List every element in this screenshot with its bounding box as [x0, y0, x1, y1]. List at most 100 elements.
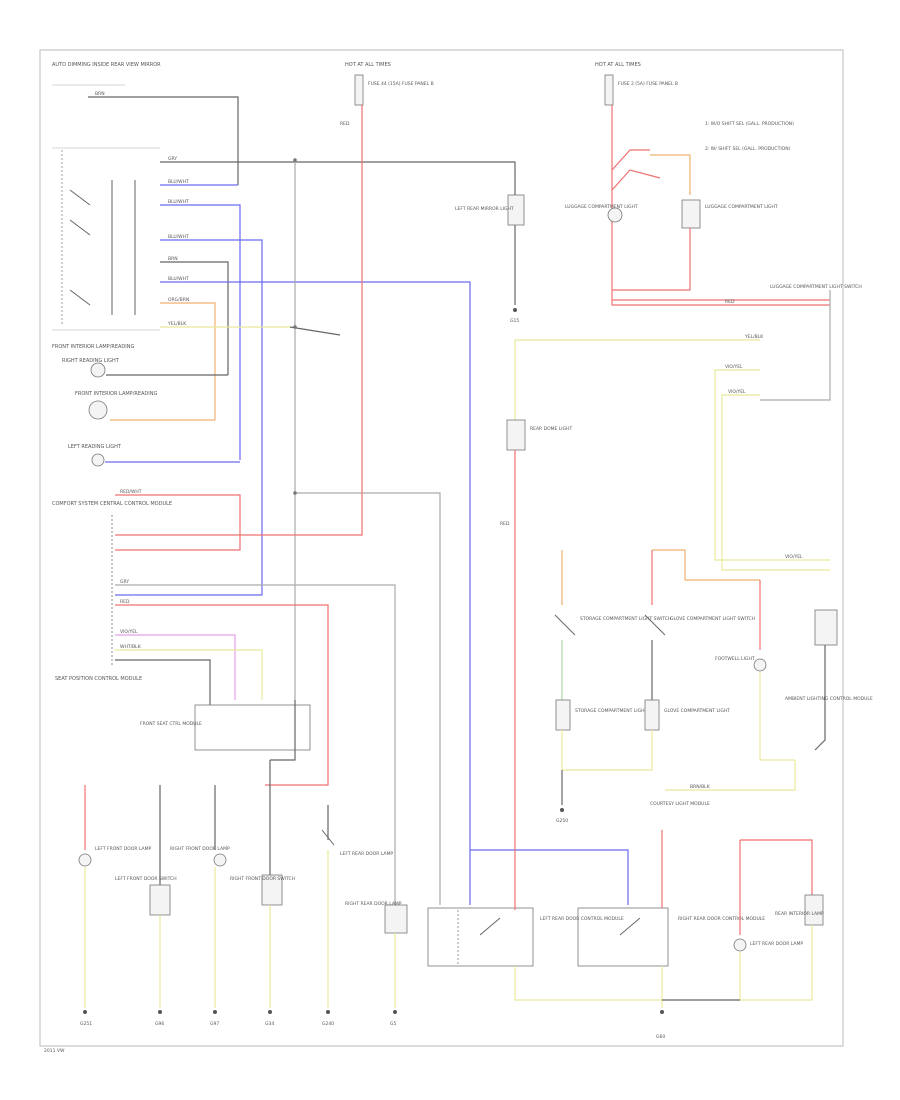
- svg-text:LEFT READING LIGHT: LEFT READING LIGHT: [68, 444, 122, 450]
- front-interior-lamp-block: FRONT INTERIOR LAMP/READING: [52, 147, 160, 350]
- svg-text:RED: RED: [340, 121, 350, 127]
- right-rear-door-lamp: RIGHT REAR DOOR LAMP G5: [345, 901, 408, 1027]
- svg-text:G5: G5: [390, 1021, 396, 1027]
- svg-text:G34: G34: [265, 1021, 274, 1027]
- svg-text:FUSE 2 (5A) FUSE PANEL B: FUSE 2 (5A) FUSE PANEL B: [618, 81, 678, 87]
- storage-compartment-light: STORAGE COMPARTMENT LIGHT: [555, 699, 652, 771]
- svg-text:BRN/BLK: BRN/BLK: [690, 784, 711, 790]
- svg-text:YEL/BLK: YEL/BLK: [167, 321, 187, 327]
- svg-text:LEFT REAR DOOR CONTROL MODULE: LEFT REAR DOOR CONTROL MODULE: [540, 916, 624, 922]
- svg-text:FUSE 44 (15A) FUSE PANEL B: FUSE 44 (15A) FUSE PANEL B: [368, 81, 434, 87]
- rear-interior-lamp: REAR INTERIOR LAMP LEFT REAR DOOR LAMP: [662, 839, 824, 1001]
- fuse-44-block: HOT AT ALL TIMES FUSE 44 (15A) FUSE PANE…: [115, 62, 434, 536]
- comfort-system-module: COMFORT SYSTEM CENTRAL CONTROL MODULE GR…: [52, 501, 396, 905]
- fuse-icon: [604, 74, 614, 106]
- svg-text:RED/WHT: RED/WHT: [120, 489, 142, 495]
- svg-text:G240: G240: [322, 1021, 334, 1027]
- label-hot: HOT AT ALL TIMES: [345, 62, 391, 68]
- svg-text:GLOVE COMPARTMENT LIGHT SWITCH: GLOVE COMPARTMENT LIGHT SWITCH: [670, 616, 755, 622]
- svg-text:LUGGAGE COMPARTMENT LIGHT SWIT: LUGGAGE COMPARTMENT LIGHT SWITCH: [770, 284, 862, 290]
- right-front-door-switch: RIGHT FRONT DOOR SWITCH G34: [230, 760, 295, 1027]
- svg-text:GRY: GRY: [120, 579, 129, 585]
- svg-text:FRONT SEAT CTRL MODULE: FRONT SEAT CTRL MODULE: [140, 721, 202, 727]
- footwell-light: FOOTWELL LIGHT: [715, 580, 795, 761]
- svg-text:RIGHT READING LIGHT: RIGHT READING LIGHT: [62, 358, 120, 364]
- fuse-icon: [354, 74, 364, 106]
- svg-text:LEFT REAR DOOR LAMP: LEFT REAR DOOR LAMP: [340, 851, 393, 857]
- svg-text:STORAGE COMPARTMENT LIGHT SWIT: STORAGE COMPARTMENT LIGHT SWITCH: [580, 616, 671, 622]
- svg-text:RED: RED: [120, 599, 130, 605]
- lamp-icon: [644, 699, 660, 731]
- svg-text:RIGHT FRONT DOOR SWITCH: RIGHT FRONT DOOR SWITCH: [230, 876, 295, 882]
- left-front-door-lamp: LEFT FRONT DOOR LAMP G251: [78, 785, 152, 1027]
- door-lamp-icon: [384, 904, 408, 934]
- svg-text:YEL/BLK: YEL/BLK: [744, 334, 764, 340]
- svg-text:BLU/WHT: BLU/WHT: [168, 234, 189, 240]
- glove-compartment-light: GLOVE COMPARTMENT LIGHT: [644, 699, 730, 770]
- svg-text:RIGHT FRONT DOOR LAMP: RIGHT FRONT DOOR LAMP: [170, 846, 230, 852]
- svg-text:AMBIENT LIGHTING CONTROL MODUL: AMBIENT LIGHTING CONTROL MODULE: [785, 696, 873, 702]
- lamp-icon: [555, 699, 571, 731]
- diagram-border: [39, 49, 844, 1047]
- svg-text:STORAGE COMPARTMENT LIGHT: STORAGE COMPARTMENT LIGHT: [575, 708, 647, 714]
- left-rear-reading: LEFT READING LIGHT: [68, 444, 240, 467]
- svg-text:REAR INTERIOR LAMP: REAR INTERIOR LAMP: [775, 911, 824, 917]
- svg-text:G97: G97: [210, 1021, 219, 1027]
- svg-text:LUGGAGE COMPARTMENT LIGHT: LUGGAGE COMPARTMENT LIGHT: [705, 204, 778, 210]
- svg-text:RIGHT REAR DOOR CONTROL MODULE: RIGHT REAR DOOR CONTROL MODULE: [678, 916, 765, 922]
- svg-text:COMFORT SYSTEM CENTRAL CONTROL: COMFORT SYSTEM CENTRAL CONTROL MODULE: [52, 501, 172, 507]
- rear-dome-light: REAR DOME LIGHT RED: [500, 419, 572, 840]
- svg-text:RED: RED: [500, 521, 510, 527]
- svg-text:VIO/YEL: VIO/YEL: [725, 364, 743, 370]
- svg-text:G251: G251: [80, 1021, 92, 1027]
- svg-text:REAR DOME LIGHT: REAR DOME LIGHT: [530, 426, 572, 432]
- left-rear-mirror-light: LEFT REAR MIRROR LIGHT G15: [455, 175, 525, 324]
- svg-text:ORG/BRN: ORG/BRN: [168, 297, 189, 303]
- svg-text:RED: RED: [725, 299, 735, 305]
- svg-text:1: W/O SHIFT SEL (GALL. PRODUC: 1: W/O SHIFT SEL (GALL. PRODUCTION): [705, 121, 794, 127]
- bulb-icon: [733, 938, 747, 952]
- svg-text:WHT/BLK: WHT/BLK: [120, 644, 142, 650]
- svg-text:SEAT POSITION CONTROL MODULE: SEAT POSITION CONTROL MODULE: [55, 676, 142, 682]
- bulb-icon: [753, 658, 767, 672]
- bulb-icon: [78, 853, 92, 867]
- svg-text:G96: G96: [155, 1021, 164, 1027]
- lamp-icon: [506, 419, 526, 451]
- svg-text:LEFT REAR MIRROR LIGHT: LEFT REAR MIRROR LIGHT: [455, 206, 514, 212]
- door-switch-icon: [149, 884, 171, 916]
- left-rear-door-control-module: LEFT REAR DOOR CONTROL MODULE: [427, 840, 662, 1001]
- left-reading-light: FRONT INTERIOR LAMP/READING: [75, 391, 215, 421]
- label-front-interior-lamp: FRONT INTERIOR LAMP/READING: [52, 344, 134, 350]
- lamp-icon: [507, 194, 525, 226]
- right-rear-door-control-module: RIGHT REAR DOOR CONTROL MODULE G60: [577, 830, 765, 1040]
- label-auto-dim-mirror: AUTO DIMMING INSIDE REAR VIEW MIRROR: [52, 62, 161, 68]
- svg-text:G15: G15: [510, 318, 519, 324]
- seat-position-module: SEAT POSITION CONTROL MODULE FRONT SEAT …: [55, 676, 311, 761]
- bulb-icon: [90, 362, 106, 378]
- bulb-icon: [607, 207, 623, 223]
- fuse-2-block: HOT AT ALL TIMES FUSE 2 (5A) FUSE PANEL …: [595, 62, 830, 301]
- svg-text:LUGGAGE COMPARTMENT LIGHT: LUGGAGE COMPARTMENT LIGHT: [565, 204, 638, 210]
- bulb-icon: [88, 400, 108, 420]
- left-front-door-switch: LEFT FRONT DOOR SWITCH G96: [115, 785, 177, 1027]
- svg-text:LEFT REAR DOOR LAMP: LEFT REAR DOOR LAMP: [750, 941, 803, 947]
- lamp-icon: [804, 894, 824, 926]
- luggage-light-left: LUGGAGE COMPARTMENT LIGHT: [565, 204, 638, 223]
- svg-text:G250: G250: [556, 818, 568, 824]
- svg-text:BLU/WHT: BLU/WHT: [168, 199, 189, 205]
- left-rear-door-lamp: LEFT REAR DOOR LAMP G240: [321, 805, 393, 1027]
- svg-text:G60: G60: [656, 1034, 665, 1040]
- ambient-lighting-module: AMBIENT LIGHTING CONTROL MODULE: [785, 609, 873, 751]
- auto-dim-mirror-block: AUTO DIMMING INSIDE REAR VIEW MIRROR BRN: [52, 62, 239, 185]
- switch-group: [69, 180, 136, 315]
- svg-text:GRY: GRY: [168, 156, 177, 162]
- svg-text:VIO/YEL: VIO/YEL: [785, 554, 803, 560]
- svg-text:COURTESY LIGHT MODULE: COURTESY LIGHT MODULE: [650, 801, 710, 807]
- storage-compartment-switch: STORAGE COMPARTMENT LIGHT SWITCH: [554, 550, 671, 700]
- page-ref: 2011 VW: [44, 1048, 65, 1054]
- svg-text:VIO/YEL: VIO/YEL: [120, 629, 138, 635]
- svg-text:HOT AT ALL TIMES: HOT AT ALL TIMES: [595, 62, 641, 68]
- luggage-light-right: LUGGAGE COMPARTMENT LIGHT: [612, 199, 778, 291]
- svg-text:LEFT FRONT DOOR SWITCH: LEFT FRONT DOOR SWITCH: [115, 876, 177, 882]
